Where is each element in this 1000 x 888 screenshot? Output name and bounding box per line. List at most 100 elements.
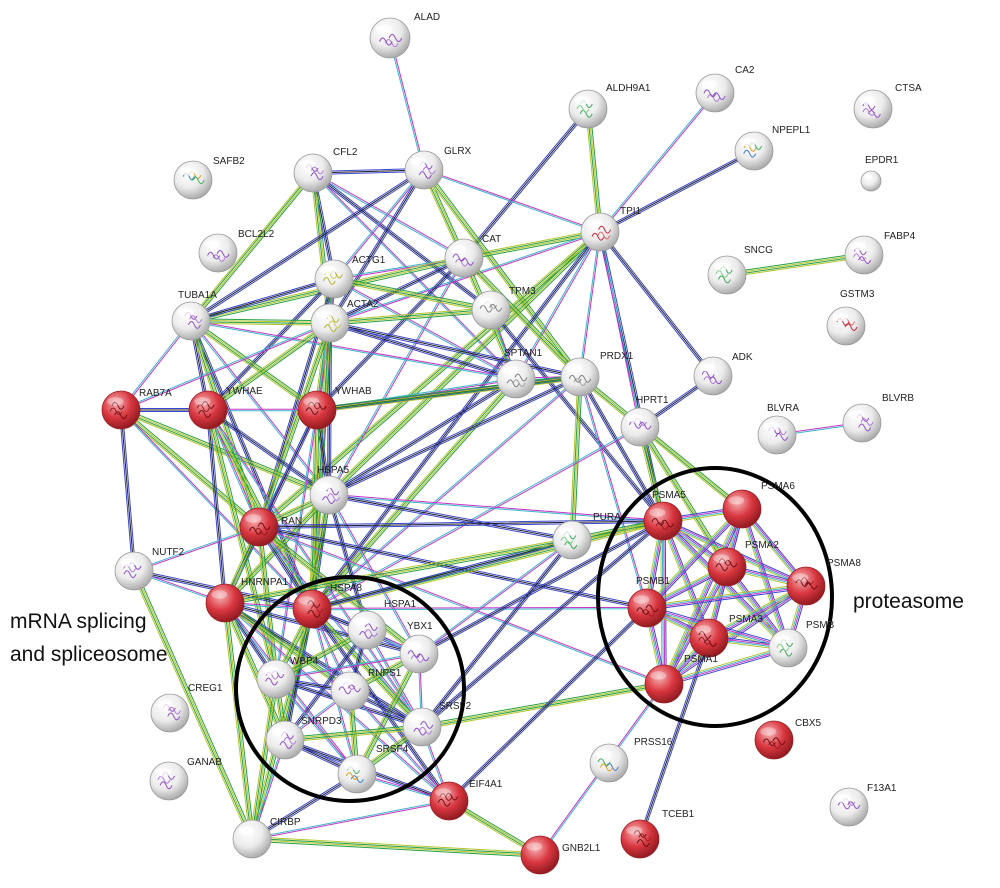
node-blvrb[interactable]: BLVRB xyxy=(842,393,914,443)
node-psma8[interactable]: PSMA8 xyxy=(786,558,861,606)
edge-line xyxy=(463,258,580,378)
node-tpi1[interactable]: TPI1 xyxy=(580,206,642,252)
structure-glyph xyxy=(800,577,814,585)
node-srsf4[interactable]: SRSF4 xyxy=(337,744,409,794)
node-cat[interactable]: CAT xyxy=(444,234,501,278)
node-safb2[interactable]: SAFB2 xyxy=(173,156,245,200)
node-psma5[interactable]: PSMA5 xyxy=(643,490,686,541)
node-psmb[interactable]: PSMB xyxy=(768,620,835,668)
node-srsf2[interactable]: SRSF2 xyxy=(402,701,472,747)
edge-YWHAE-HNRNPA1 xyxy=(206,409,227,604)
edge-line xyxy=(334,170,426,280)
node-glrx[interactable]: GLRX xyxy=(404,146,472,190)
node-psma6[interactable]: PSMA6 xyxy=(722,481,795,529)
node-label: EPDR1 xyxy=(865,155,899,166)
node-actg1[interactable]: ACTG1 xyxy=(314,255,386,299)
node-prss16[interactable]: PRSS16 xyxy=(589,737,673,783)
edge-line xyxy=(418,520,664,655)
structure-glyph xyxy=(157,775,171,784)
edge-GLRX-TPI1 xyxy=(423,168,601,234)
edge-line xyxy=(119,411,329,498)
edge-line xyxy=(258,519,664,526)
node-creg1[interactable]: CREG1 xyxy=(150,683,223,733)
node-tpm3[interactable]: TPM3 xyxy=(471,286,536,330)
edge-line xyxy=(491,308,665,521)
node-psma2[interactable]: PSMA2 xyxy=(707,540,779,587)
node-bcl2l2[interactable]: BCL2L2 xyxy=(198,229,275,273)
node-circle xyxy=(768,628,808,668)
node-wbp4[interactable]: WBP4 xyxy=(256,656,319,699)
node-ywhab[interactable]: YWHAB xyxy=(297,386,372,430)
node-aldh9a1[interactable]: ALDH9A1 xyxy=(568,83,651,129)
node-psma3[interactable]: PSMA3 xyxy=(689,614,763,658)
node-hspa5[interactable]: HSPA5 xyxy=(309,465,349,515)
node-gnb2l1[interactable]: GNB2L1 xyxy=(520,835,601,875)
node-hspa1[interactable]: HSPA1 xyxy=(347,599,416,650)
node-cirbp[interactable]: CIRBP xyxy=(232,817,301,859)
edge-line xyxy=(189,172,313,321)
node-tuba1a[interactable]: TUBA1A xyxy=(171,290,217,341)
structure-glyph xyxy=(323,324,337,332)
structure-glyph xyxy=(776,643,790,652)
edge-line xyxy=(206,277,334,410)
node-psma1[interactable]: PSMA1 xyxy=(644,654,718,704)
node-acta2[interactable]: ACTA2 xyxy=(310,299,379,343)
edge-line xyxy=(598,232,713,378)
node-shine xyxy=(792,573,809,582)
node-sptan1[interactable]: SPTAN1 xyxy=(496,348,543,399)
edge-line xyxy=(333,280,492,313)
node-ran[interactable]: RAN xyxy=(239,507,302,547)
edge-line xyxy=(224,540,573,605)
node-circle xyxy=(620,819,660,859)
node-rnps1[interactable]: RNPS1 xyxy=(330,668,402,711)
node-label: CTSA xyxy=(895,83,922,94)
structure-glyph xyxy=(159,781,173,790)
node-sncg[interactable]: SNCG xyxy=(707,245,773,295)
node-ganab[interactable]: GANAB xyxy=(149,757,222,801)
node-rab7a[interactable]: RAB7A xyxy=(101,388,172,430)
node-nutf2[interactable]: NUTF2 xyxy=(114,547,185,591)
edge-line xyxy=(259,322,332,528)
node-adk[interactable]: ADK xyxy=(693,352,753,396)
node-cfl2[interactable]: CFL2 xyxy=(293,147,358,193)
node-eif4a1[interactable]: EIF4A1 xyxy=(429,779,503,821)
node-pura[interactable]: PURA xyxy=(552,512,621,560)
node-tceb1[interactable]: TCEB1 xyxy=(620,809,695,859)
node-label: SNCG xyxy=(744,245,773,256)
node-gstm3[interactable]: GSTM3 xyxy=(826,289,875,346)
node-ca2[interactable]: CA2 xyxy=(695,65,755,113)
edge-line xyxy=(189,168,424,321)
node-blvra[interactable]: BLVRA xyxy=(757,403,799,455)
structure-glyph xyxy=(305,407,319,415)
edge-line xyxy=(208,324,332,413)
node-ywhae[interactable]: YWHAE xyxy=(188,386,263,430)
node-hspa8[interactable]: HSPA8 xyxy=(292,583,362,629)
node-psmb1[interactable]: PSMB1 xyxy=(627,576,670,628)
node-f13a1[interactable]: F13A1 xyxy=(829,783,897,827)
node-hnrnpa1[interactable]: HNRNPA1 xyxy=(205,577,288,623)
node-label: PSMA1 xyxy=(684,654,718,665)
edge-line xyxy=(312,379,518,610)
node-ybx1[interactable]: YBX1 xyxy=(399,621,439,674)
node-alad[interactable]: ALAD xyxy=(369,12,440,59)
structure-glyph xyxy=(724,559,738,568)
edge-line xyxy=(580,375,665,521)
edge-GLRX-TUBA1A xyxy=(189,168,426,323)
node-epdr1[interactable]: EPDR1 xyxy=(860,155,899,192)
edge-line xyxy=(258,527,665,686)
node-label: HSPA1 xyxy=(384,599,416,610)
node-shine xyxy=(298,596,315,605)
structure-glyph xyxy=(661,519,674,528)
node-cbx5[interactable]: CBX5 xyxy=(754,718,822,760)
node-snrpd3[interactable]: SNRPD3 xyxy=(265,716,342,760)
structure-glyph xyxy=(198,410,212,418)
node-hprt1[interactable]: HPRT1 xyxy=(620,395,669,447)
node-fabp4[interactable]: FABP4 xyxy=(844,231,916,275)
structure-glyph xyxy=(858,423,872,432)
node-prdx1[interactable]: PRDX1 xyxy=(560,351,634,397)
node-ctsa[interactable]: CTSA xyxy=(853,83,922,129)
edge-line xyxy=(190,278,335,322)
edge-line xyxy=(463,232,601,260)
node-npepl1[interactable]: NPEPL1 xyxy=(734,125,811,171)
edge-HSPA5-PURA xyxy=(328,493,573,542)
